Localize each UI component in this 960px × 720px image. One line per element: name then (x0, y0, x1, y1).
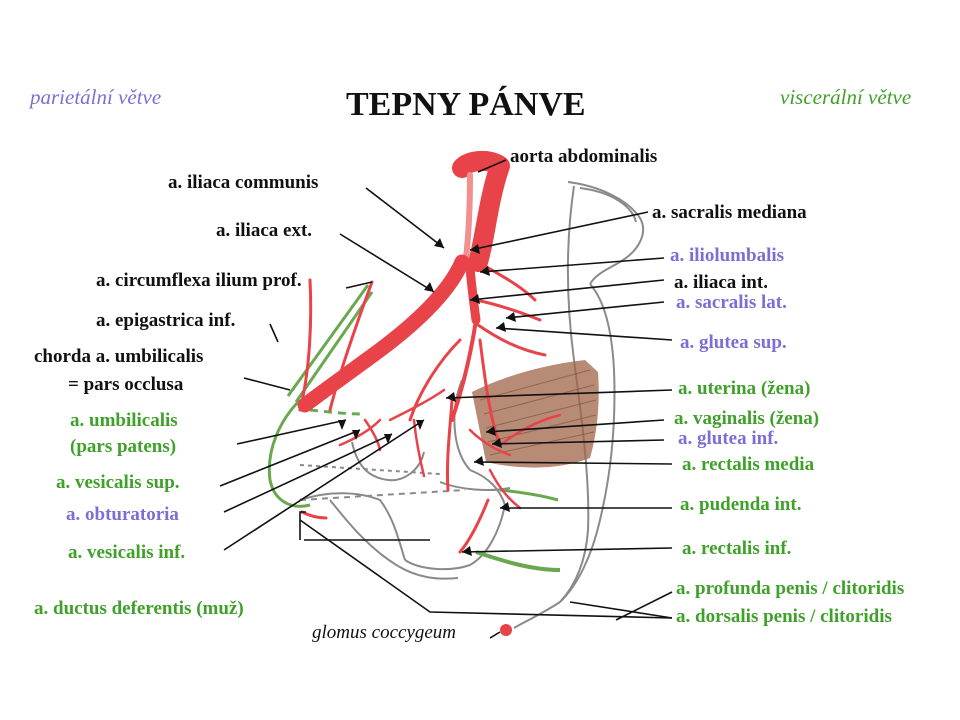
arterial-tree (297, 151, 562, 636)
label-umbilicalis-line2: (pars patens) (70, 436, 177, 457)
label-iliaca-communis: a. iliaca communis (168, 172, 319, 193)
label-iliaca-int: a. iliaca int. (674, 272, 768, 293)
label-profunda: a. profunda penis / clitoridis (676, 578, 905, 599)
label-iliaca-ext: a. iliaca ext. (216, 220, 313, 241)
label-glomus-coccygeum: glomus coccygeum (312, 622, 457, 643)
label-iliolumbalis: a. iliolumbalis (670, 245, 785, 266)
page-title: TEPNY PÁNVE (346, 86, 586, 123)
label-epigastrica: a. epigastrica inf. (96, 310, 236, 331)
label-chorda-line2: = pars occlusa (68, 374, 184, 395)
parietal-branches-caption: parietální větve (30, 85, 162, 109)
label-chorda-line1: chorda a. umbilicalis (34, 346, 204, 367)
piriformis-muscle (472, 360, 599, 468)
umbilical-ligament (267, 284, 561, 572)
label-pointers (219, 159, 673, 639)
label-vesicalis-sup: a. vesicalis sup. (56, 472, 180, 493)
label-umbilicalis-line1: a. umbilicalis (70, 410, 178, 431)
label-sacralis-mediana: a. sacralis mediana (652, 202, 807, 223)
label-dorsalis: a. dorsalis penis / clitoridis (676, 606, 892, 627)
label-circumflexa: a. circumflexa ilium prof. (96, 270, 302, 291)
label-vaginalis: a. vaginalis (žena) (674, 408, 820, 429)
label-pudenda-int: a. pudenda int. (680, 494, 802, 515)
label-aorta-abdominalis: aorta abdominalis (510, 146, 658, 167)
label-uterina: a. uterina (žena) (678, 378, 811, 399)
label-rectalis-inf: a. rectalis inf. (682, 538, 792, 559)
label-obturatoria: a. obturatoria (66, 504, 179, 525)
label-rectalis-media: a. rectalis media (682, 454, 815, 475)
label-glutea-sup: a. glutea sup. (680, 332, 787, 353)
label-glutea-inf: a. glutea inf. (678, 428, 779, 449)
pointer-arrowheads (338, 238, 516, 556)
visceral-branches-caption: viscerální větve (780, 85, 912, 109)
label-ductus-deferentis: a. ductus deferentis (muž) (34, 598, 244, 619)
label-vesicalis-inf: a. vesicalis inf. (68, 542, 186, 563)
label-sacralis-lat: a. sacralis lat. (676, 292, 787, 313)
